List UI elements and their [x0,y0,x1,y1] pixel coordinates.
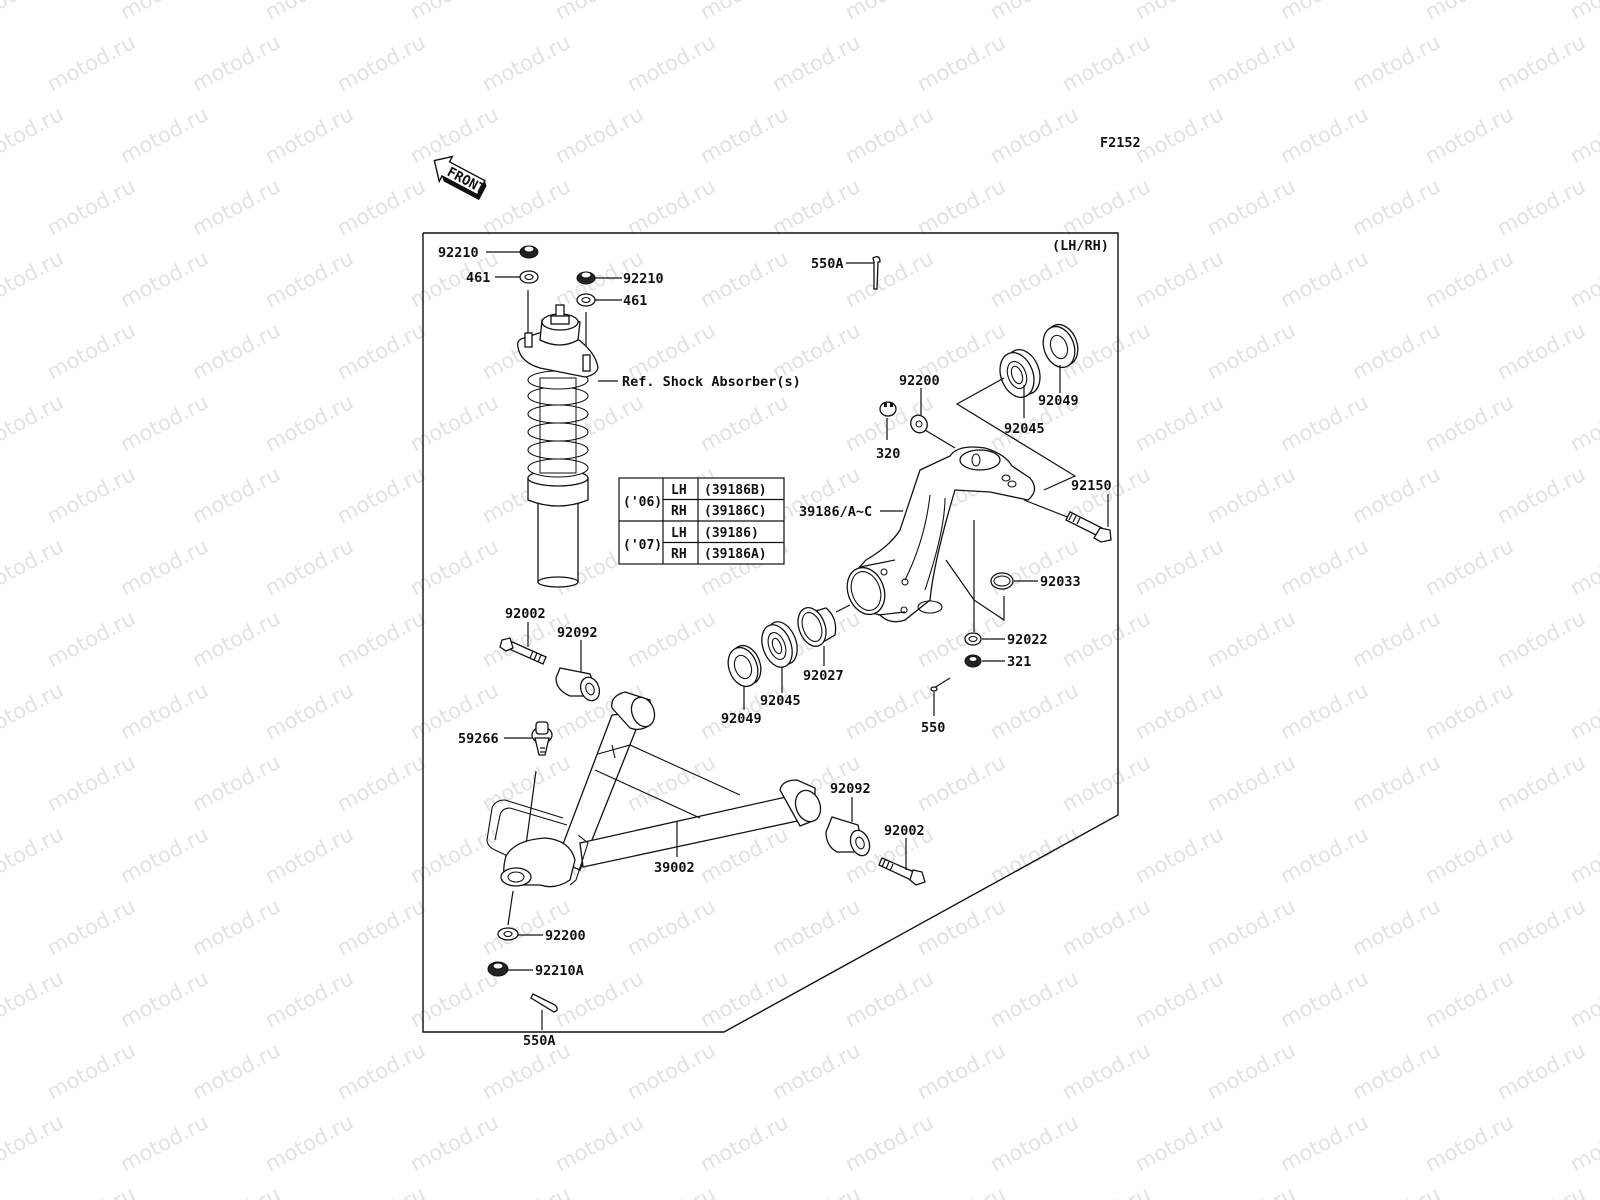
table-side: LH [671,526,687,541]
table-year-07: ('07) [623,538,662,553]
label-bolt-left: 92002 [505,606,546,622]
label-washer-92022: 92022 [1007,632,1048,648]
label-nut-top-left: 92210 [438,245,479,261]
cotter-pin-550A-top [872,256,881,290]
reference-note: Ref. Shock Absorber(s) [622,374,801,390]
bolt-92002-right [878,857,926,886]
cotter-pin-550 [930,677,951,692]
circlip-92033 [990,572,1014,590]
label-knuckle: 39186/A~C [799,504,872,520]
a-arm-39002 [486,691,822,888]
castle-nut-320 [879,401,897,417]
label-nut-top-right: 92210 [623,271,664,287]
bearing-92045-top [999,349,1041,398]
label-ball-joint: 59266 [458,731,499,747]
ball-joint-59266 [531,721,553,756]
label-castle-nut-320: 320 [876,446,900,462]
washer-461-left [519,270,539,284]
label-castle-nut-321: 321 [1007,654,1031,670]
label-spacer: 92027 [803,668,844,684]
label-washer-92200-top: 92200 [899,373,940,389]
washer-92022 [964,632,982,646]
side-note: (LH/RH) [1052,238,1109,254]
label-circlip: 92033 [1040,574,1081,590]
shock-absorber [516,304,599,588]
bushing-92092-left [555,667,601,702]
bolt-92150 [1065,511,1112,543]
table-year-06: ('06) [623,495,662,510]
oil-seal-92049-bottom [727,644,762,688]
knuckle-table: ('06) ('07) LH RH LH RH (39186B) (39186C… [618,477,785,565]
table-part: (39186) [704,526,759,541]
label-bolt-right: 92002 [884,823,925,839]
spacer-92027 [797,607,837,647]
label-a-arm: 39002 [654,860,695,876]
table-part: (39186B) [704,483,767,498]
label-washer-arm: 92200 [545,928,586,944]
bolt-92002-left [499,637,547,665]
table-part: (39186A) [704,547,767,562]
label-cotter-pin-top: 550A [811,256,844,272]
table-side: RH [671,547,687,562]
table-part: (39186C) [704,504,767,519]
table-side: LH [671,483,687,498]
washer-461-right [576,293,596,307]
label-nut-arm: 92210A [535,963,584,979]
label-oil-seal-92049-bottom: 92049 [721,711,762,727]
figure-id: F2152 [1100,135,1141,151]
label-bushing-left: 92092 [557,625,598,641]
label-cotter-pin-550: 550 [921,720,945,736]
label-cotter-pin-arm: 550A [523,1033,556,1049]
front-arrow-icon: FRONT [433,155,488,201]
washer-92200-arm [497,927,519,941]
label-bushing-right: 92092 [830,781,871,797]
label-bearing-92045-top: 92045 [1004,421,1045,437]
label-bolt-92150: 92150 [1071,478,1112,494]
label-washer-top-right: 461 [623,293,647,309]
cotter-pin-550A-arm [530,993,558,1013]
nut-92210A [487,961,509,977]
washer-92200-top [910,414,928,434]
diagram-frame [422,232,1119,1033]
label-washer-top-left: 461 [466,270,490,286]
castle-nut-321 [964,654,982,668]
steering-knuckle [846,446,1036,623]
label-oil-seal-92049-top: 92049 [1038,393,1079,409]
nut-92210-right [576,271,596,285]
bushing-92092-right [825,816,871,857]
table-side: RH [671,504,687,519]
nut-92210-left [519,245,539,259]
oil-seal-92049-top [1042,323,1079,369]
label-bearing-92045-bottom: 92045 [760,693,801,709]
bearing-92045-bottom [761,621,798,668]
